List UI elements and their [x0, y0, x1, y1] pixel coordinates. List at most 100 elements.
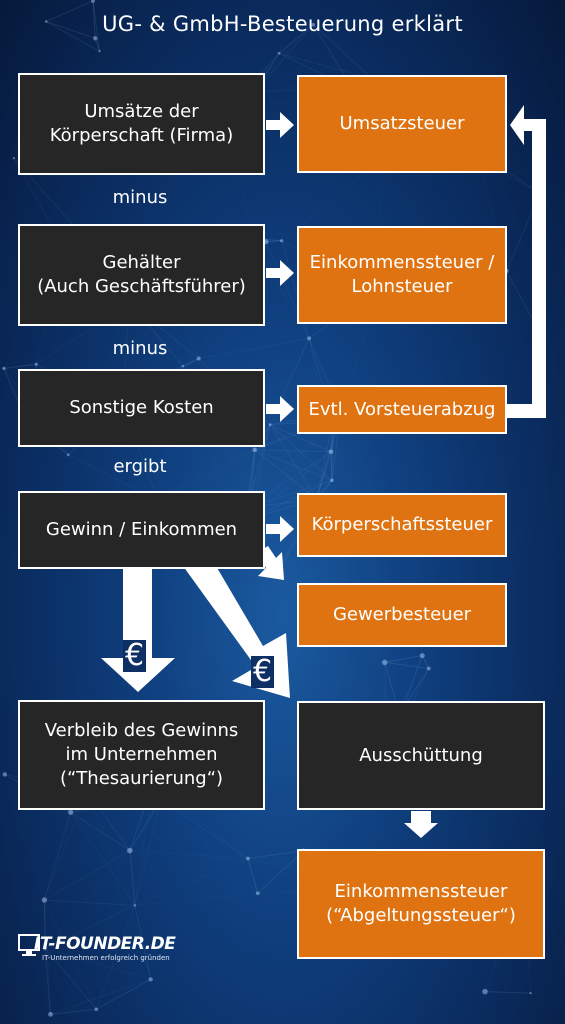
network-line — [70, 811, 131, 851]
box-ausschuettung: Ausschüttung — [297, 701, 545, 810]
network-line — [44, 947, 151, 980]
network-line — [94, 38, 101, 52]
box-einkommensteuer-lohnsteuer: Einkommenssteuer / Lohnsteuer — [297, 226, 507, 324]
network-line — [43, 812, 72, 901]
label-minus-2: minus — [112, 338, 168, 359]
network-line — [44, 850, 131, 901]
network-line — [254, 449, 317, 500]
network-node — [252, 447, 257, 453]
network-node — [246, 856, 250, 861]
network-node — [48, 1011, 53, 1017]
network-node — [529, 992, 532, 995]
network-node — [426, 666, 431, 671]
network-node — [311, 22, 316, 27]
network-line — [43, 899, 52, 1015]
network-line — [265, 240, 282, 243]
network-node — [277, 51, 281, 55]
arrow-vorsteuer-return — [506, 105, 546, 418]
network-node — [91, 0, 95, 3]
box-gewerbesteuer: Gewerbesteuer — [297, 583, 507, 647]
network-node — [196, 356, 201, 361]
network-line — [44, 948, 97, 1010]
monitor-icon — [18, 934, 40, 956]
network-node — [419, 653, 425, 659]
network-line — [70, 811, 136, 906]
network-node — [181, 364, 184, 368]
network-line — [254, 449, 331, 453]
network-line — [96, 978, 151, 1010]
network-node — [148, 977, 153, 982]
network-line — [254, 449, 333, 481]
network-line — [44, 899, 135, 906]
network-node — [482, 988, 488, 995]
arrow-abgeltung-down — [404, 811, 438, 838]
euro-symbol-verbleib: € — [123, 638, 147, 673]
box-gewinn: Gewinn / Einkommen — [18, 491, 265, 569]
network-line — [384, 655, 423, 663]
network-line — [384, 661, 429, 669]
network-line — [129, 849, 248, 860]
euro-symbol-ausschuettung: € — [251, 654, 275, 689]
box-koerperschaftssteuer: Körperschaftssteuer — [297, 493, 507, 557]
network-line — [269, 424, 318, 500]
arrow-sonstige-right — [266, 396, 294, 422]
network-line — [92, 0, 101, 52]
network-line — [50, 978, 151, 1015]
network-node — [127, 847, 133, 854]
network-node — [41, 897, 48, 903]
network-line — [198, 337, 310, 359]
network-line — [134, 905, 152, 980]
network-node — [330, 478, 334, 483]
network-line — [247, 850, 304, 860]
network-line — [129, 850, 136, 906]
network-line — [43, 899, 46, 949]
network-line — [316, 451, 332, 500]
logo-tagline: IT-Unternehmen erfolgreich gründen — [42, 954, 170, 962]
network-node — [328, 449, 334, 455]
network-node — [255, 891, 260, 896]
network-line — [269, 424, 333, 481]
network-line — [484, 991, 531, 994]
network-line — [182, 358, 199, 367]
network-line — [45, 21, 100, 52]
arrow-gewinn-right — [266, 516, 294, 542]
network-node — [280, 239, 284, 243]
network-line — [46, 21, 96, 39]
network-line — [269, 424, 332, 453]
network-line — [46, 0, 94, 22]
box-gehaelter: Gehälter (Auch Geschäftsführer) — [18, 224, 265, 326]
it-founder-logo: IT-FOUNDER.DE IT-Unternehmen erfolgreich… — [18, 934, 176, 970]
network-node — [133, 904, 137, 907]
network-line — [44, 904, 136, 949]
network-node — [66, 453, 70, 457]
network-node — [2, 366, 6, 371]
page-title: UG- & GmbH-Besteuerung erklärt — [102, 12, 463, 36]
network-line — [312, 24, 372, 79]
label-minus-1: minus — [112, 187, 168, 208]
network-line — [247, 858, 259, 894]
box-umsaetze: Umsätze der Körperschaft (Firma) — [18, 73, 265, 175]
network-node — [44, 20, 48, 23]
arrow-verbleib-down — [101, 566, 175, 692]
network-line — [257, 850, 304, 894]
arrow-umsaetze-right — [266, 112, 294, 138]
network-node — [98, 50, 101, 53]
network-line — [3, 363, 37, 369]
box-verbleib: Verbleib des Gewinns im Unternehmen (“Th… — [18, 700, 265, 810]
network-line — [134, 858, 249, 906]
network-node — [307, 336, 312, 341]
network-line — [421, 655, 430, 669]
network-node — [34, 362, 38, 366]
network-node — [2, 772, 7, 777]
network-line — [44, 948, 52, 1015]
logo-text: IT-FOUNDER.DE — [34, 934, 176, 954]
network-line — [92, 0, 96, 39]
network-node — [268, 423, 272, 426]
arrow-gehaelter-right — [266, 260, 294, 286]
box-abgeltungssteuer: Einkommenssteuer (“Abgeltungssteuer“) — [297, 849, 545, 959]
network-line — [330, 451, 333, 481]
box-umsatzsteuer: Umsatzsteuer — [297, 75, 507, 173]
network-line — [134, 799, 162, 906]
box-vorsteuerabzug: Evtl. Vorsteuerabzug — [297, 385, 507, 434]
network-node — [12, 157, 15, 160]
